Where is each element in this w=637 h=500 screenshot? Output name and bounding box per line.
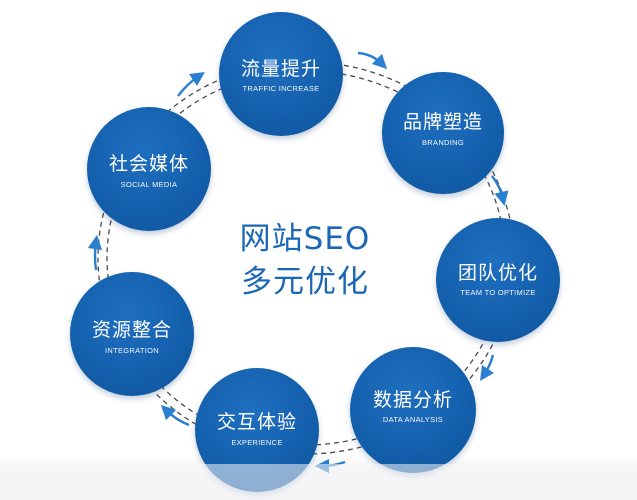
node-team-optimize-subtitle: TEAM TO OPTIMIZE	[460, 288, 536, 297]
node-branding-subtitle: BRANDING	[422, 138, 464, 147]
arrow-team-to-data	[480, 354, 495, 381]
center-title-line1: 网站SEO	[239, 221, 371, 257]
node-data-analysis-title: 数据分析	[372, 389, 453, 411]
node-traffic-increase-subtitle: TRAFFIC INCREASE	[242, 84, 320, 93]
node-data-analysis-subtitle: DATA ANALYSIS	[382, 415, 444, 424]
node-traffic-increase: 流量提升 TRAFFIC INCREASE	[219, 12, 343, 136]
arrow-social-to-traffic	[177, 72, 205, 97]
center-title-line2: 多元优化	[241, 264, 369, 300]
node-data-analysis: 数据分析 DATA ANALYSIS	[350, 347, 476, 473]
node-experience-subtitle: EXPERIENCE	[231, 438, 283, 447]
node-branding-title: 品牌塑造	[402, 111, 483, 133]
node-team-optimize: 团队优化 TEAM TO OPTIMIZE	[436, 218, 560, 342]
node-traffic-increase-title: 流量提升	[240, 58, 321, 80]
node-integration: 资源整合 INTEGRATION	[70, 272, 194, 396]
bottom-fade-band	[0, 464, 637, 500]
node-team-optimize-title: 团队优化	[457, 262, 538, 284]
node-integration-subtitle: INTEGRATION	[105, 346, 159, 355]
node-experience-title: 交互体验	[216, 411, 297, 433]
node-branding: 品牌塑造 BRANDING	[382, 72, 504, 194]
node-integration-title: 资源整合	[91, 319, 172, 341]
arrow-experience-to-integration	[160, 404, 190, 427]
node-social-media: 社会媒体 SOCIAL MEDIA	[87, 107, 211, 231]
arrow-integration-to-social	[87, 234, 103, 271]
node-social-media-subtitle: SOCIAL MEDIA	[120, 180, 178, 189]
arrow-traffic-to-branding	[357, 51, 388, 70]
node-social-media-title: 社会媒体	[108, 153, 189, 175]
arrow-branding-to-team	[491, 175, 509, 207]
